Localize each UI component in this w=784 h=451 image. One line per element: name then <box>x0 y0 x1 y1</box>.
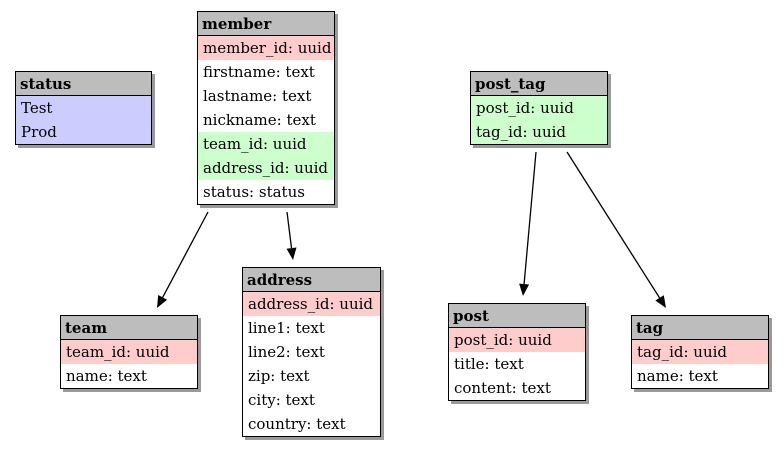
edge-member-to-address <box>286 211 297 260</box>
entity-title: team <box>61 316 197 340</box>
foreign-key-field: team_id: uuid <box>198 132 334 156</box>
edge-post-tag-to-post <box>519 151 537 296</box>
field: status: status <box>203 183 305 201</box>
field: zip: text <box>248 367 310 385</box>
foreign-key-field: address_id: uuid <box>198 156 334 180</box>
edge-member-to-team <box>157 211 209 308</box>
field: nickname: text <box>203 111 316 129</box>
primary-key-field: member_id: uuid <box>198 36 334 60</box>
edge-line <box>523 151 537 285</box>
entity-title: address <box>243 268 380 292</box>
arrowhead-icon <box>286 247 297 260</box>
edge-line <box>566 151 661 299</box>
entity-title: tag <box>632 316 768 340</box>
edge-post-tag-to-tag <box>566 151 666 308</box>
field: lastname: text <box>203 87 312 105</box>
primary-key-field: post_id: uuid <box>449 328 585 352</box>
primary-key-field: address_id: uuid <box>243 292 380 316</box>
arrowhead-icon <box>519 283 530 296</box>
primary-key-field: team_id: uuid <box>61 340 197 364</box>
field: title: text <box>454 355 524 373</box>
field: line2: text <box>248 343 325 361</box>
entity-title: post_tag <box>471 72 607 96</box>
field: name: text <box>637 367 718 385</box>
arrowhead-icon <box>655 295 666 308</box>
foreign-key-field: tag_id: uuid <box>471 120 607 144</box>
primary-key-field: tag_id: uuid <box>632 340 768 364</box>
field: city: text <box>248 391 315 409</box>
enum-value: Prod <box>16 120 151 144</box>
entity-title: member <box>198 12 334 36</box>
field: name: text <box>66 367 147 385</box>
enum-value: Test <box>16 96 151 120</box>
edge-line <box>162 211 209 298</box>
field: line1: text <box>248 319 325 337</box>
field: country: text <box>248 415 346 433</box>
foreign-key-field: post_id: uuid <box>471 96 607 120</box>
field: content: text <box>454 379 551 397</box>
entity-title: status <box>16 72 151 96</box>
field: firstname: text <box>203 63 315 81</box>
entity-title: post <box>449 304 585 328</box>
arrowhead-icon <box>157 295 168 308</box>
edge-line <box>286 211 293 249</box>
